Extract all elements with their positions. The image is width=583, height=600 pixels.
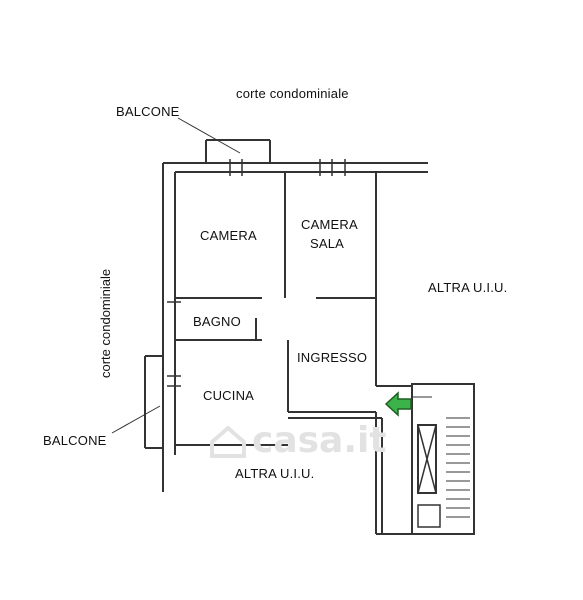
room-label-camera: CAMERA — [200, 228, 257, 243]
room-label-bagno: BAGNO — [193, 314, 241, 329]
stair-treads — [446, 417, 470, 518]
balcony-left-leader — [111, 405, 161, 434]
bottom-walls — [175, 411, 412, 535]
balcony-top — [205, 139, 271, 162]
courtyard-label-left: corte condominiale — [98, 268, 113, 378]
room-label-ingresso: INGRESSO — [297, 350, 368, 365]
balcony-label-top: BALCONE — [116, 104, 180, 119]
courtyard-label-top: corte condominiale — [236, 86, 349, 101]
other-unit-label-bottom: ALTRA U.I.U. — [235, 466, 315, 481]
other-unit-label-right: ALTRA U.I.U. — [428, 280, 508, 295]
stair-block — [411, 383, 475, 535]
room-label-camera-sala-line2: SALA — [310, 236, 345, 251]
balcony-left — [144, 355, 163, 449]
watermark: casa.it — [252, 420, 387, 461]
interior-walls — [175, 172, 412, 412]
room-label-camera-sala-line1: CAMERA — [301, 217, 358, 232]
window-marks-left — [167, 301, 181, 387]
room-label-cucina: CUCINA — [203, 388, 255, 403]
entrance-arrow-icon — [384, 391, 412, 417]
outer-left-wall — [162, 163, 176, 492]
balcony-top-leader — [177, 117, 241, 154]
balcony-label-left: BALCONE — [43, 433, 107, 448]
house-logo-icon — [210, 425, 246, 458]
outer-top-wall — [163, 162, 428, 173]
window-marks-top — [229, 159, 346, 176]
